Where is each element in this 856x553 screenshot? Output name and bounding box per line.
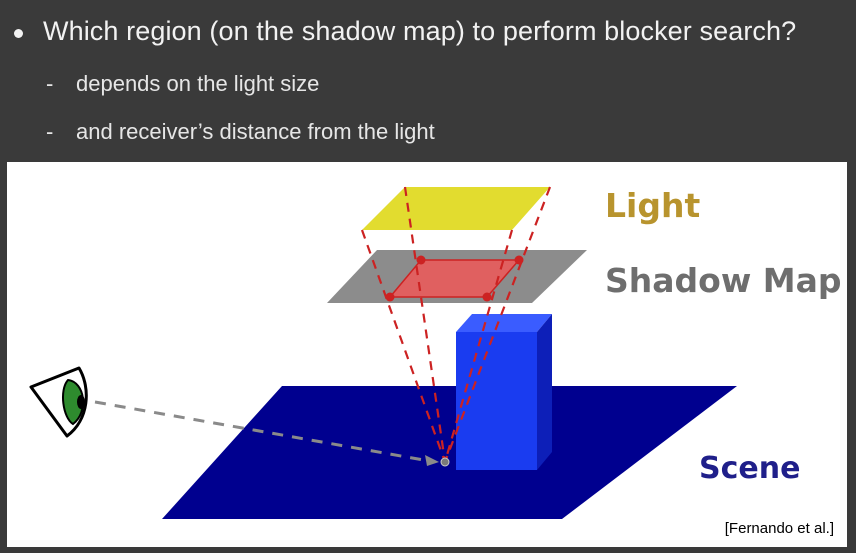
blocker-box-top <box>456 314 552 332</box>
sub-bullet-dash: - <box>46 119 54 144</box>
receiver-point <box>440 457 450 467</box>
search-region-corner <box>482 292 492 302</box>
frustum-lines <box>360 186 552 463</box>
pcss-diagram-figure: Light Shadow Map Scene [Fernando et al.] <box>7 162 847 547</box>
sub-bullet-dash: - <box>46 71 54 96</box>
sub-bullet-text: and receiver’s distance from the light <box>76 119 435 144</box>
scene-ground-plane <box>162 386 737 519</box>
view-ray <box>94 400 436 464</box>
citation-text: [Fernando et al.] <box>724 520 834 537</box>
view-ray-arrowhead <box>425 455 439 466</box>
bullet-dot-icon <box>14 29 23 38</box>
pcss-diagram-svg: Light Shadow Map Scene <box>29 186 842 519</box>
blocker-box-side <box>537 314 552 470</box>
search-region-corner <box>416 255 426 265</box>
search-region-corner <box>385 292 395 302</box>
search-region-corner <box>514 255 524 265</box>
sub-bullet-text: depends on the light size <box>76 71 320 96</box>
blocker-box-front <box>456 332 537 470</box>
eye-icon <box>29 366 88 438</box>
shadow-map-label: Shadow Map <box>605 261 842 300</box>
main-bullet-text: Which region (on the shadow map) to perf… <box>43 16 797 46</box>
light-label: Light <box>605 186 700 225</box>
scene-label: Scene <box>699 451 800 486</box>
light-plane <box>362 187 550 230</box>
